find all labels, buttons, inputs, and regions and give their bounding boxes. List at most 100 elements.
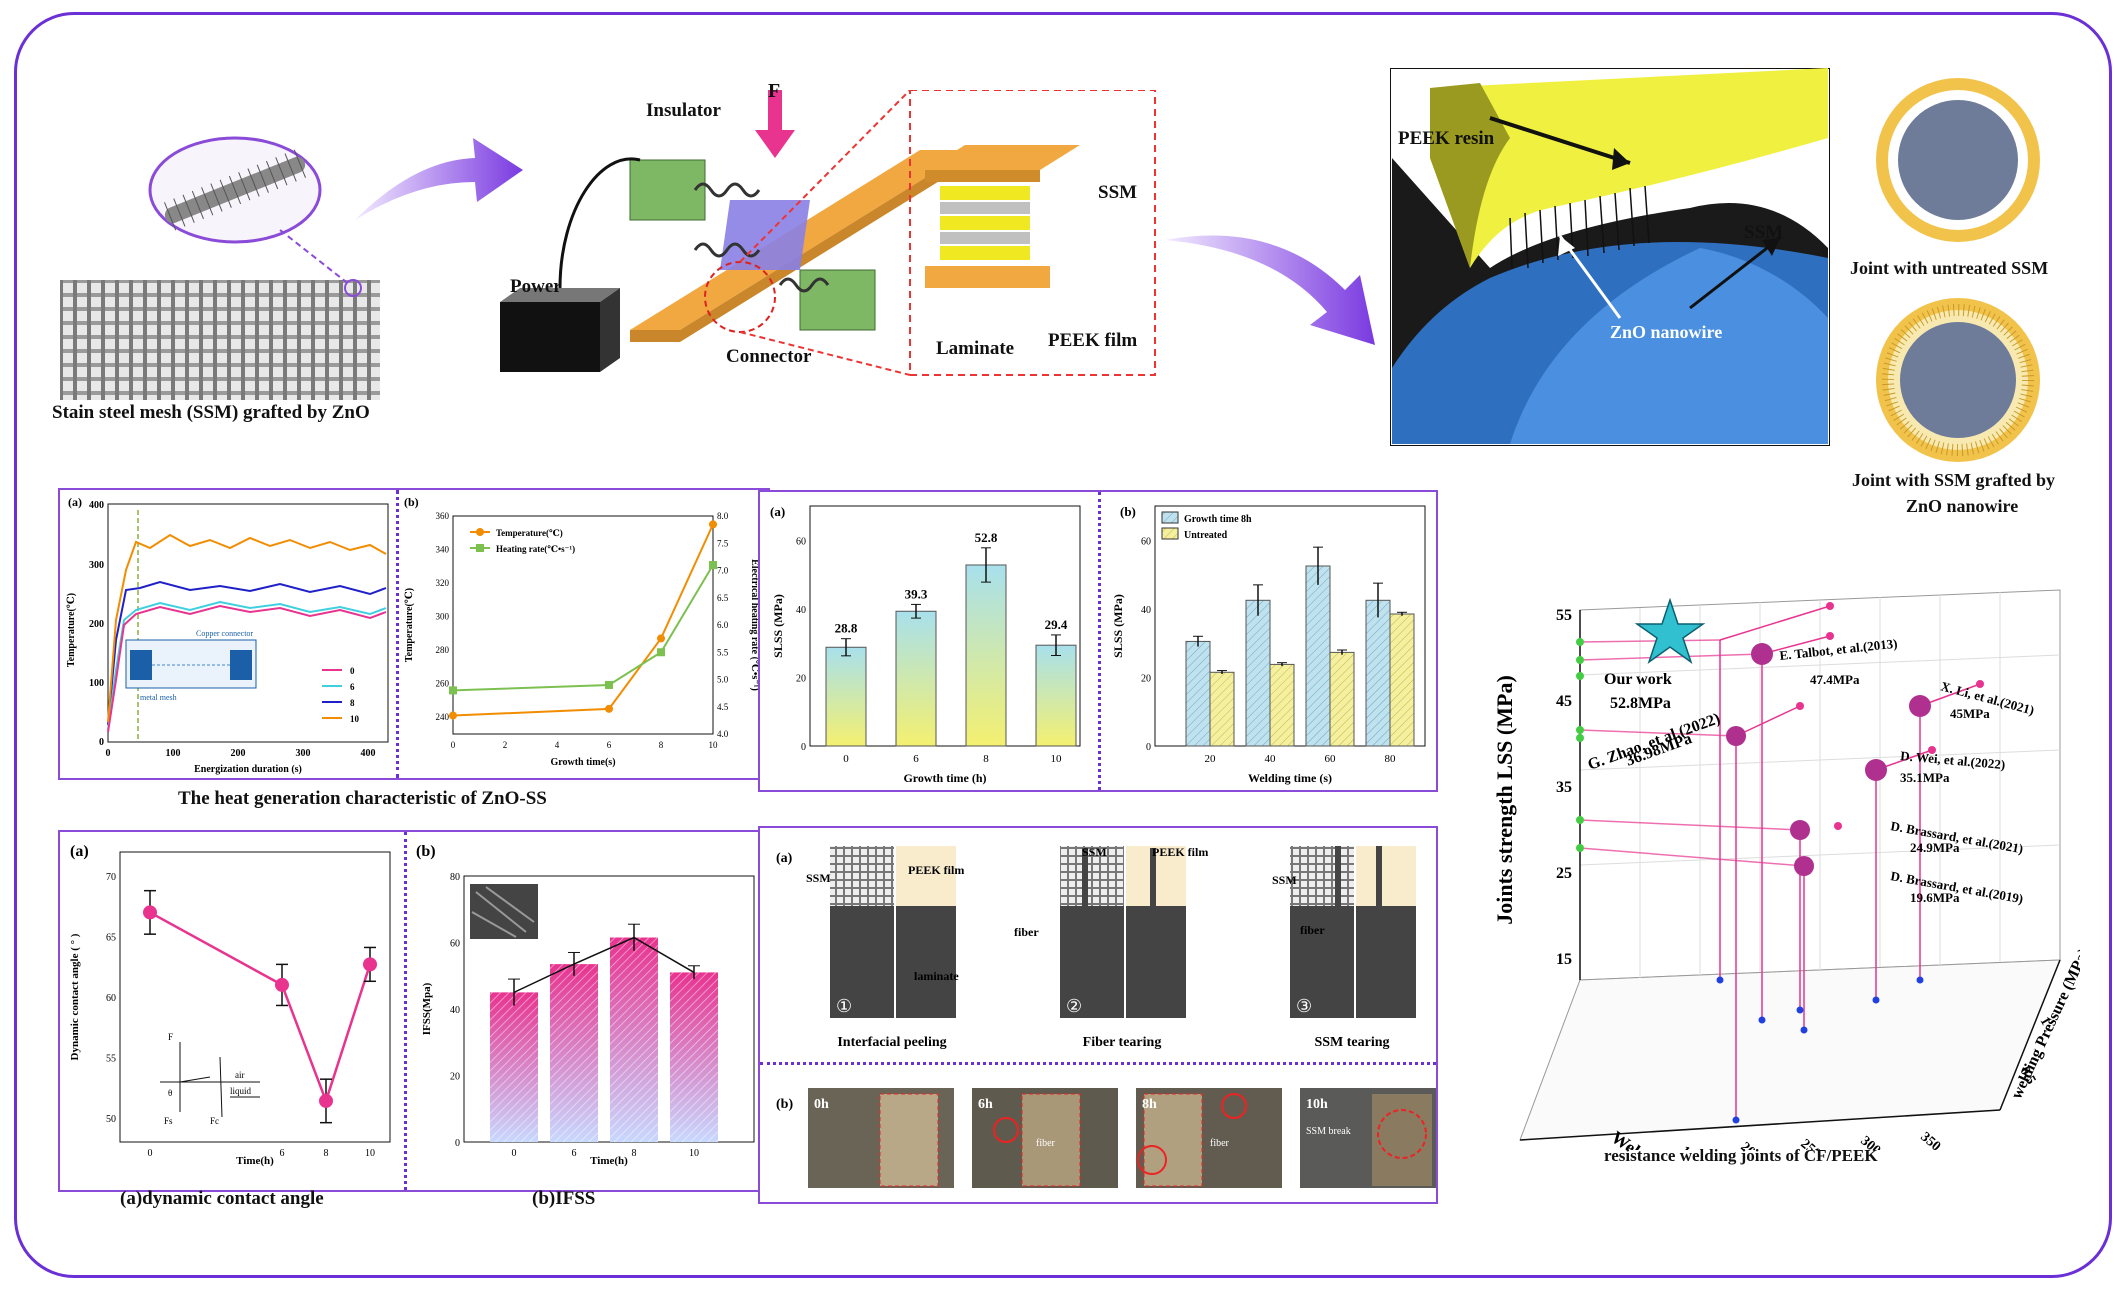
svg-text:400: 400 (361, 748, 376, 759)
svg-text:300: 300 (296, 748, 311, 759)
ssm-label-2: SSM (1744, 222, 1784, 243)
tick-label: 60 (450, 939, 460, 950)
tick-label: 240 (436, 712, 450, 722)
svg-text:Energization duration (s): Energization duration (s) (194, 764, 302, 775)
tick-label: 0 (1146, 742, 1151, 753)
svg-text:0: 0 (106, 748, 111, 759)
untreated-joint-icon (1876, 78, 2040, 242)
force-label: F (768, 80, 781, 102)
svg-text:Time(h): Time(h) (236, 1155, 274, 1167)
tick-label: 8 (632, 1148, 637, 1159)
slss-chart-b: (b) SLSS (MPa) Welding time (s) 0204060 … (1111, 504, 1426, 785)
slss-value-label: 52.8 (975, 530, 998, 545)
svg-text:Temperature(℃): Temperature(℃) (496, 528, 563, 538)
ssm-label: SSM (1098, 182, 1138, 203)
slss-bar-1 (1269, 663, 1295, 747)
svg-text:Heating rate(℃•s⁻¹): Heating rate(℃•s⁻¹) (496, 544, 575, 554)
svg-text:PEEK film: PEEK film (908, 863, 964, 877)
peek-film-label: PEEK film (1048, 330, 1138, 351)
svg-text:SLSS (MPa): SLSS (MPa) (771, 594, 785, 658)
grafted-joint-icon (1876, 298, 2040, 462)
temperature-point (605, 704, 613, 713)
tick-label: 4.0 (717, 729, 729, 739)
tick-label: 6.0 (717, 620, 729, 630)
svg-text:Fs: Fs (164, 1116, 173, 1126)
svg-text:Temperature(℃): Temperature(℃) (66, 593, 77, 667)
heat-chart-b: (b) Temperature(℃) Electrical heating ra… (404, 495, 760, 768)
svg-text:Electrical heating rate (℃•s⁻¹: Electrical heating rate (℃•s⁻¹) (749, 559, 760, 691)
zno-nanowire-label: ZnO nanowire (1610, 322, 1723, 342)
tick-label: 7.0 (717, 566, 729, 576)
svg-text:θ: θ (168, 1088, 172, 1098)
ifss-bar-hatch (550, 964, 598, 1142)
tick-label: 8 (983, 753, 989, 765)
svg-text:10: 10 (350, 714, 360, 724)
slss-bar-1 (1209, 671, 1235, 747)
tick-label: 50 (106, 1114, 116, 1125)
heating-rate-point (657, 648, 665, 657)
tick-label: 8 (324, 1148, 329, 1159)
svg-text:(a): (a) (770, 504, 785, 519)
tick-label: 60 (1325, 753, 1337, 765)
svg-text:0h: 0h (814, 1097, 829, 1112)
connector-label: Connector (726, 346, 812, 367)
tick-label: 20 (1141, 673, 1151, 684)
svg-text:400: 400 (89, 500, 104, 511)
svg-text:8h: 8h (1142, 1097, 1157, 1112)
tick-label: 20 (1205, 753, 1217, 765)
ifss-caption: (b)IFSS (532, 1188, 596, 1209)
slss-bar-0 (1245, 599, 1271, 747)
svg-text:24.9MPa: 24.9MPa (1910, 840, 1960, 855)
contact-angle-line (149, 911, 372, 1105)
lss-caption: resistance welding joints of CF/PEEK (1604, 1146, 1878, 1165)
ssm-caption: Stain steel mesh (SSM) grafted by ZnO (52, 402, 370, 423)
slss-value-label: 29.4 (1045, 617, 1068, 632)
tick-label: 10 (689, 1148, 699, 1159)
svg-text:Growth time 8h: Growth time 8h (1184, 514, 1252, 525)
slss-bar-0 (1185, 640, 1211, 747)
tick-label: 7.5 (717, 538, 729, 548)
tick-label: 10 (365, 1148, 375, 1159)
svg-text:SSM: SSM (1272, 873, 1297, 887)
tick-label: 0 (455, 1138, 460, 1149)
temperature-point (657, 634, 665, 643)
svg-text:52.8MPa: 52.8MPa (1610, 695, 1671, 712)
tick-label: 300 (436, 612, 450, 622)
svg-text:Fiber tearing: Fiber tearing (1083, 1035, 1162, 1050)
heating-rate-point (449, 686, 457, 695)
slss-bar-1 (1329, 651, 1355, 747)
svg-text:①: ① (836, 996, 852, 1016)
ifss-bar-hatch (610, 937, 658, 1142)
svg-text:liquid: liquid (230, 1086, 252, 1096)
tick-label: 10 (1051, 753, 1063, 765)
svg-text:8: 8 (350, 698, 355, 708)
ifss-bar-hatch (490, 992, 538, 1142)
tick-label: 6 (607, 740, 612, 750)
svg-text:(b): (b) (1120, 504, 1136, 519)
interface-schematic (1390, 68, 1830, 446)
tick-label: 40 (1141, 605, 1151, 616)
svg-text:25: 25 (1556, 865, 1572, 882)
peek-resin-label: PEEK resin (1398, 128, 1495, 149)
svg-text:F: F (168, 1032, 173, 1042)
svg-text:200: 200 (231, 748, 246, 759)
svg-text:200: 200 (89, 619, 104, 630)
svg-text:100: 100 (166, 748, 181, 759)
arrow-2 (1165, 235, 1375, 345)
svg-text:Our work: Our work (1604, 671, 1672, 688)
contact-angle-point (363, 957, 377, 972)
tick-label: 60 (796, 536, 806, 547)
svg-text:100: 100 (89, 678, 104, 689)
temperature-line (452, 523, 714, 717)
svg-text:35.1MPa: 35.1MPa (1900, 770, 1950, 785)
slss-bar-0 (1365, 599, 1391, 747)
svg-text:35: 35 (1556, 779, 1572, 796)
tick-label: 80 (1385, 753, 1397, 765)
tick-label: 6 (572, 1148, 577, 1159)
welding-setup-illustration (500, 90, 1156, 376)
svg-text:fiber: fiber (1210, 1138, 1230, 1149)
svg-text:IFSS(Mpa): IFSS(Mpa) (421, 982, 433, 1035)
svg-text:47.4MPa: 47.4MPa (1810, 672, 1860, 687)
